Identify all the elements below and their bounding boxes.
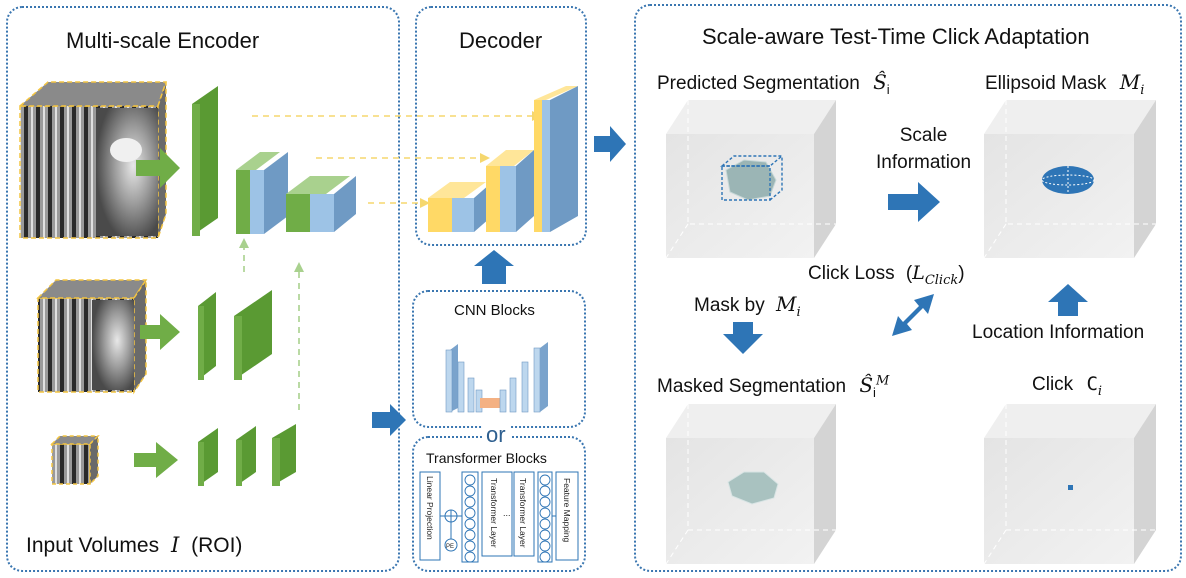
- decoder-block-2: [486, 150, 534, 232]
- encoder-title: Multi-scale Encoder: [66, 28, 260, 53]
- click-loss-label: Click Loss (LClick): [808, 262, 965, 288]
- cube-masked: [665, 404, 836, 565]
- decoder-title: Decoder: [459, 28, 543, 53]
- ellipsoid-mask-label: Ellipsoid Mask Mi: [985, 70, 1144, 98]
- decoder-panel: [415, 6, 587, 246]
- scale-arrow: [888, 182, 940, 222]
- ellipsoid-mask-symbol: M: [1119, 70, 1141, 94]
- click-loss-paren-close: ): [958, 263, 965, 284]
- mask-by-sub: i: [796, 304, 801, 320]
- masked-segmentation-symbol: Ŝ: [859, 373, 874, 397]
- encoder-block-2: [236, 152, 288, 234]
- click-loss-text: Click Loss: [808, 263, 895, 284]
- arrow-to-adaptation: [594, 126, 626, 162]
- green-arrow-3: [134, 442, 178, 478]
- scale-information-label: Scale Information: [876, 122, 971, 176]
- scale-line1: Scale: [899, 125, 948, 146]
- predicted-segmentation-label: Predicted Segmentation Ŝi: [657, 70, 890, 97]
- transformer-linear-label: Linear Projection: [425, 476, 435, 540]
- click-loss-sub: Click: [924, 272, 959, 288]
- up-arrow-to-decoder: [474, 250, 514, 284]
- location-information-label: Location Information: [972, 322, 1145, 343]
- cnn-unet-icon: [445, 342, 548, 413]
- encoder-block-5: [198, 424, 296, 486]
- predicted-segmentation-sub: i: [886, 81, 890, 97]
- transformer-dots-label: ...: [503, 508, 511, 518]
- or-label: or: [482, 422, 510, 448]
- click-sub: i: [1097, 383, 1103, 399]
- click-symbol: C: [1086, 373, 1098, 395]
- input-volumes-symbol: I: [170, 533, 180, 557]
- cube-predicted: [665, 100, 836, 259]
- input-volumes-label: Input Volumes I (ROI): [26, 533, 242, 558]
- encoder-block-4: [198, 290, 272, 380]
- masked-segmentation-sub: i: [873, 384, 876, 400]
- cube-ellipsoid: [983, 100, 1156, 259]
- mask-by-symbol: M: [776, 292, 797, 316]
- ct-volume-small: [50, 434, 100, 486]
- masked-segmentation-sup: M: [875, 373, 890, 389]
- mask-by-label: Mask by Mi: [694, 292, 801, 320]
- masked-segmentation-label: Masked Segmentation ŜiM: [657, 373, 889, 400]
- predicted-segmentation-symbol: Ŝ: [873, 70, 887, 94]
- click-text: Click: [1032, 374, 1074, 395]
- cnn-title: CNN Blocks: [454, 302, 535, 319]
- click-loss-double-arrow: [892, 294, 934, 336]
- ellipsoid-mask-sub: i: [1140, 82, 1145, 98]
- ellipsoid-mask-text: Ellipsoid Mask: [985, 73, 1107, 94]
- arrow-to-blocks: [372, 404, 406, 436]
- click-loss-symbol: L: [912, 262, 925, 284]
- green-arrow-1: [136, 148, 180, 188]
- transformer-feature-label: Feature Mapping: [562, 478, 572, 543]
- transformer-layer2-label: Transformer Layer: [518, 478, 528, 548]
- encoder-block-1: [192, 86, 218, 236]
- input-volumes-suffix: (ROI): [191, 534, 243, 557]
- masked-segmentation-text: Masked Segmentation: [657, 376, 847, 397]
- click-label: Click Ci: [1032, 373, 1102, 399]
- location-arrow: [1048, 284, 1088, 316]
- input-volumes-text: Input Volumes: [26, 534, 160, 557]
- transformer-layer1-label: Transformer Layer: [489, 478, 499, 548]
- click-loss-paren-open: (: [905, 263, 913, 284]
- decoder-block-3: [534, 86, 578, 232]
- encoder-block-3: [286, 176, 356, 232]
- mask-by-text: Mask by: [694, 295, 765, 316]
- adaptation-title: Scale-aware Test-Time Click Adaptation: [702, 24, 1090, 49]
- scale-line2: Information: [876, 152, 972, 173]
- transformer-token-circles: [464, 474, 551, 563]
- encoder-panel: [6, 6, 400, 572]
- mask-by-arrow: [723, 322, 763, 354]
- decoder-block-1: [428, 182, 490, 232]
- ct-volume-medium: [36, 277, 148, 395]
- predicted-segmentation-text: Predicted Segmentation: [657, 73, 860, 94]
- transformer-title: Transformer Blocks: [426, 450, 547, 466]
- green-arrow-2: [140, 314, 180, 350]
- transformer-pe-label: PE: [446, 544, 454, 550]
- cube-click: [983, 404, 1156, 565]
- adaptation-panel: [634, 4, 1182, 572]
